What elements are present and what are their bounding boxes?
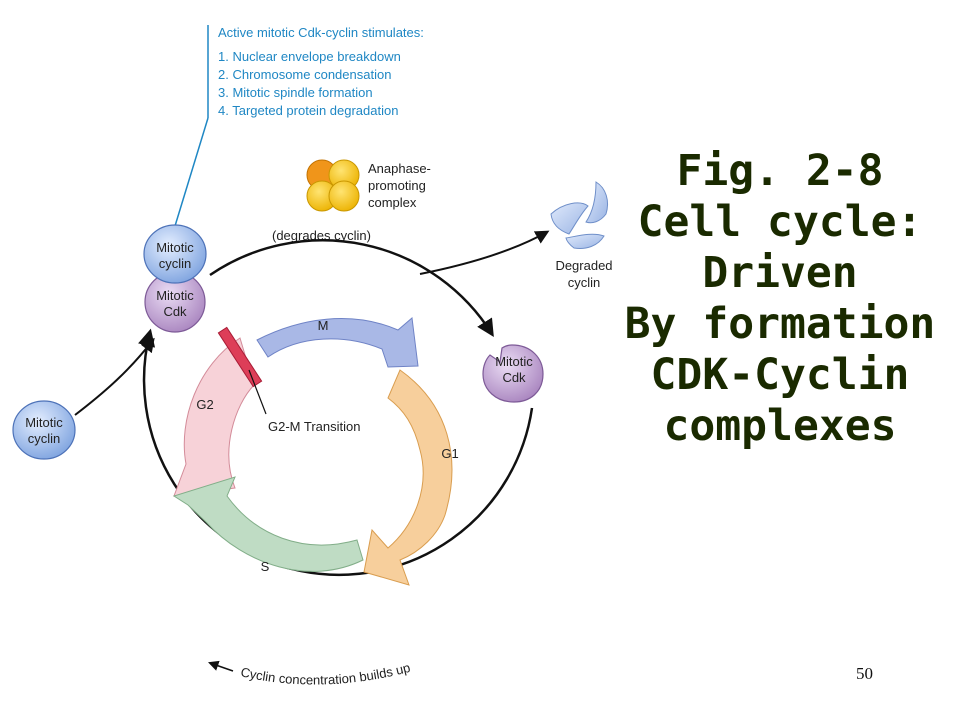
free-cyclin-shape [12, 400, 76, 460]
phase-s-label: S [261, 559, 270, 574]
title-line-2: Cell cycle: [637, 197, 923, 247]
degradation-arc [209, 239, 494, 337]
page-number: 50 [856, 664, 873, 683]
phase-m-label: M [318, 318, 329, 333]
degraded-label-line2: cyclin [568, 275, 601, 290]
free-cdk-shape [482, 344, 544, 403]
phase-g1-label: G1 [441, 446, 458, 461]
stimulates-header: Active mitotic Cdk-cyclin stimulates: [218, 25, 424, 40]
free-cdk-label-line1: Mitotic [495, 354, 533, 369]
complex-cdk-label-line2: Cdk [163, 304, 187, 319]
free-mitotic-cyclin: Mitotic cyclin [12, 400, 76, 460]
cyclin-binding-arrow [74, 337, 155, 416]
apc-label-line2: promoting [368, 178, 426, 193]
complex-cyclin-label-line2: cyclin [159, 256, 192, 271]
title-line-6: complexes [663, 401, 897, 451]
free-cyclin-label-line2: cyclin [28, 431, 61, 446]
cyclin-fragment [550, 202, 589, 235]
title-line-1: Fig. 2-8 [676, 146, 884, 196]
to-degraded-arrow [419, 230, 550, 275]
stimulates-item-2: 2. Chromosome condensation [218, 67, 391, 82]
degraded-cyclin-fragments: Degraded cyclin [550, 181, 613, 290]
complex-cyclin-label-line1: Mitotic [156, 240, 194, 255]
cyclin-fragment [565, 233, 605, 249]
stimulates-item-4: 4. Targeted protein degradation [218, 103, 398, 118]
phase-g2-label: G2 [196, 397, 213, 412]
apc-label-line1: Anaphase- [368, 161, 431, 176]
phase-s-segment [172, 476, 364, 572]
complex-cdk-label-line1: Mitotic [156, 288, 194, 303]
title-line-3: Driven [702, 248, 858, 298]
stimulates-callout: Active mitotic Cdk-cyclin stimulates: 1.… [172, 25, 424, 231]
phase-g1-segment [363, 369, 453, 586]
stimulates-item-1: 1. Nuclear envelope breakdown [218, 49, 401, 64]
phase-m-segment [256, 317, 419, 368]
mitotic-cdk-cyclin-complex: Mitotic cyclin Mitotic Cdk [143, 224, 207, 333]
stimulates-item-3: 3. Mitotic spindle formation [218, 85, 373, 100]
cyclin-buildup-label: Cyclin concentration builds up [239, 660, 411, 688]
transition-leader-line [248, 369, 267, 415]
degraded-label-line1: Degraded [555, 258, 612, 273]
anaphase-promoting-complex: Anaphase- promoting complex [306, 159, 431, 212]
complex-cyclin [143, 224, 207, 284]
phase-ring: G2-M Transition M G1 S G2 [172, 317, 459, 586]
apc-subunit [328, 180, 360, 212]
g2-m-transition-bar [217, 326, 263, 388]
title-line-4: By formation [624, 299, 936, 349]
free-cyclin-label-line1: Mitotic [25, 415, 63, 430]
cyclin-buildup-text: Cyclin concentration builds up [239, 660, 411, 688]
callout-leader-line [174, 117, 209, 227]
slide-title: Fig. 2-8 Cell cycle: Driven By formation… [600, 146, 960, 452]
degrades-cyclin-label: (degrades cyclin) [272, 228, 371, 243]
cyclin-fragment [585, 181, 609, 224]
apc-label-line3: complex [368, 195, 417, 210]
free-mitotic-cdk: Mitotic Cdk [482, 344, 544, 403]
title-line-5: CDK-Cyclin [650, 350, 910, 400]
buildup-arrow [208, 660, 234, 672]
g2-m-transition-label: G2-M Transition [268, 419, 360, 434]
free-cdk-label-line2: Cdk [502, 370, 526, 385]
